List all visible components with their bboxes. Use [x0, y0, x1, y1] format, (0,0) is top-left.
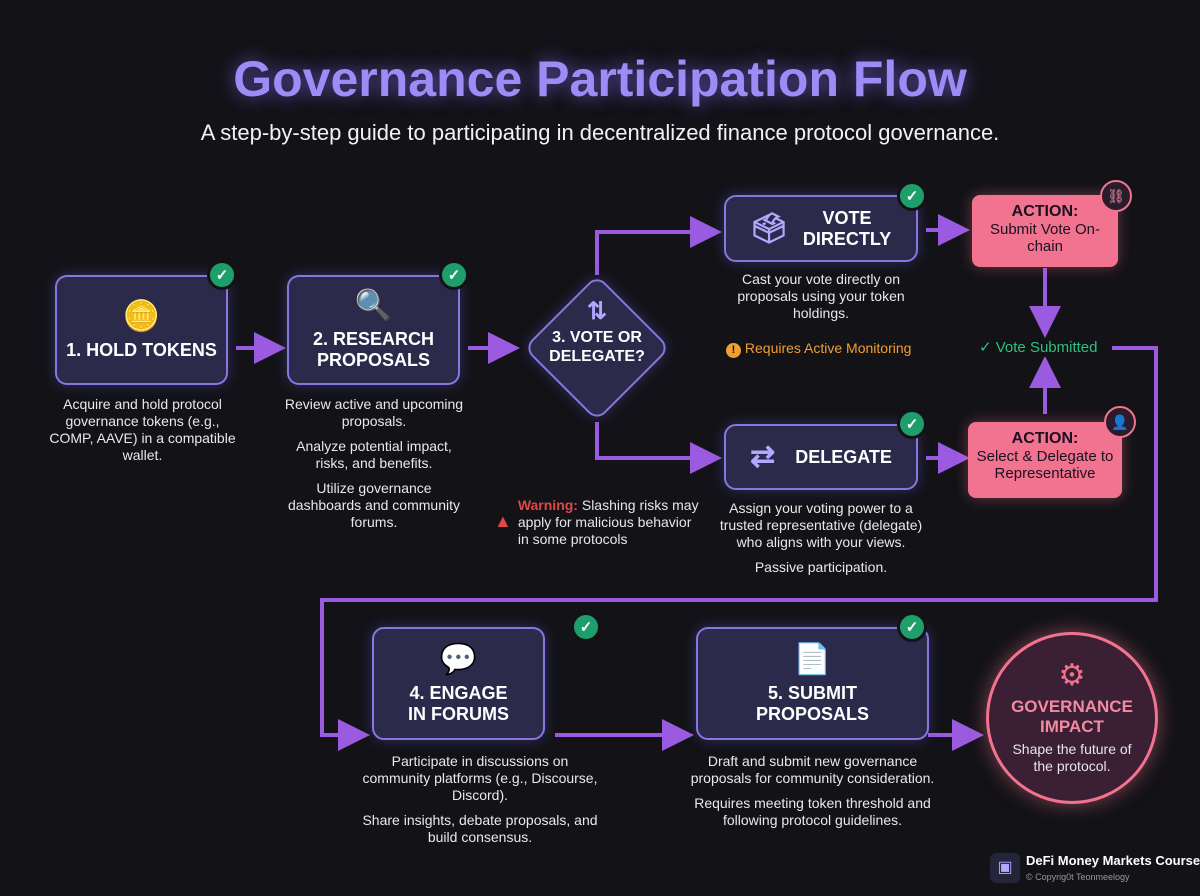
step-submit-proposals: 📄 5. SUBMIT PROPOSALS — [696, 627, 929, 740]
step-label: 2. RESEARCH PROPOSALS — [312, 329, 435, 370]
alert-icon: ! — [726, 343, 741, 358]
desc-line: Draft and submit new governance proposal… — [690, 753, 935, 786]
vote-submitted: ✓ Vote Submitted — [976, 339, 1101, 357]
step-research-proposals: 🔍 2. RESEARCH PROPOSALS — [287, 275, 460, 385]
monitoring-note: ! Requires Active Monitoring — [726, 340, 946, 358]
warning-body: Slashing risks may apply for malicious b… — [517, 497, 699, 547]
arrow-decision-vote — [595, 216, 722, 275]
check-icon: ✓ — [897, 181, 927, 211]
decision: ⇅ 3. VOTE OR DELEGATE? — [532, 298, 662, 366]
footer-copyright: © Copyrig0t Teonmeelogy — [1026, 872, 1130, 882]
decision-label: 3. VOTE OR DELEGATE? — [549, 329, 645, 365]
check-icon: ✓ — [897, 612, 927, 642]
action-title: ACTION: — [1011, 430, 1079, 447]
step-hold-tokens: 🪙 1. HOLD TOKENS — [55, 275, 228, 385]
course-logo-icon: ▣ — [990, 853, 1020, 883]
check-icon: ✓ — [439, 260, 469, 290]
step-desc: Acquire and hold protocol governance tok… — [49, 396, 236, 463]
document-search-icon: 🔍 — [354, 289, 393, 322]
warning-title: Warning: — [517, 497, 578, 513]
action-text: Submit Vote On-chain — [989, 221, 1101, 255]
step-label: 4. ENGAGE IN FORUMS — [408, 682, 509, 724]
action-text: Select & Delegate to Representative — [976, 448, 1114, 482]
desc-line: Participate in discussions on community … — [362, 753, 598, 803]
coins-hand-icon: 🪙 — [122, 299, 161, 333]
action-title: ACTION: — [1011, 203, 1079, 220]
check-icon: ✓ — [897, 409, 927, 439]
note-text: Requires Active Monitoring — [744, 340, 912, 356]
arrow-submitted-engage — [320, 346, 1158, 751]
desc-line: Requires meeting token threshold and fol… — [694, 795, 931, 828]
ballot-box-icon: 🗳 — [749, 211, 789, 245]
footer-brand: DeFi Money Markets Course — [1026, 853, 1200, 868]
step-label: DELEGATE — [795, 446, 892, 467]
desc-line: Assign your voting power to a trusted re… — [719, 500, 923, 550]
step-label: 1. HOLD TOKENS — [66, 339, 217, 360]
arrow-decision-delegate — [595, 422, 722, 474]
warning-text: Warning: Slashing risks may apply for ma… — [518, 497, 700, 548]
action-select-delegate: ACTION:Select & Delegate to Representati… — [968, 422, 1122, 498]
check-icon: ✓ — [571, 612, 601, 642]
warning-icon: ▲ — [494, 511, 512, 531]
governance-impact: ⚙ GOVERNANCE IMPACT Shape the future of … — [986, 632, 1158, 804]
desc-line: Review active and upcoming proposals. — [284, 396, 464, 429]
step-desc: Cast your vote directly on proposals usi… — [737, 271, 905, 321]
onchain-icon: ⛓ — [1100, 180, 1132, 212]
delegate-users-icon: ⇄ — [750, 440, 776, 473]
desc-line: Passive participation. — [754, 559, 888, 575]
page-subtitle: A step-by-step guide to participating in… — [200, 120, 1000, 145]
desc-line: Share insights, debate proposals, and bu… — [362, 812, 598, 845]
action-submit-vote: ACTION:Submit Vote On-chain — [972, 195, 1118, 267]
step-desc: Assign your voting power to a trusted re… — [708, 500, 934, 584]
check-icon: ✓ — [207, 260, 237, 290]
impact-chart-icon: ⚙ — [1058, 659, 1086, 692]
step-delegate: ⇄ DELEGATE — [724, 424, 918, 490]
warning-note: ▲ Warning: Slashing risks may apply for … — [494, 497, 700, 548]
impact-desc: Shape the future of the protocol. — [1012, 741, 1132, 774]
step-desc: Participate in discussions on community … — [360, 753, 600, 854]
vote-submitted-text: Vote Submitted — [995, 339, 1098, 356]
step-desc: Review active and upcoming proposals. An… — [280, 396, 468, 539]
step-desc: Draft and submit new governance proposal… — [690, 753, 935, 837]
add-user-icon: 👤 — [1104, 406, 1136, 438]
desc-line: Analyze potential impact, risks, and ben… — [296, 438, 452, 471]
step-label: 5. SUBMIT PROPOSALS — [755, 682, 870, 724]
impact-label: GOVERNANCE IMPACT — [1011, 697, 1133, 736]
page-title: Governance Participation Flow — [233, 51, 967, 107]
step-engage-forums: 💬 4. ENGAGE IN FORUMS — [372, 627, 545, 740]
step-label: VOTE DIRECTLY — [802, 207, 892, 249]
document-add-icon: 📄 — [793, 642, 832, 676]
desc-line: Utilize governance dashboards and commun… — [288, 480, 460, 530]
forum-chat-icon: 💬 — [439, 642, 478, 676]
step-vote-directly: 🗳 VOTE DIRECTLY — [724, 195, 918, 262]
split-arrows-icon: ⇅ — [586, 298, 608, 325]
